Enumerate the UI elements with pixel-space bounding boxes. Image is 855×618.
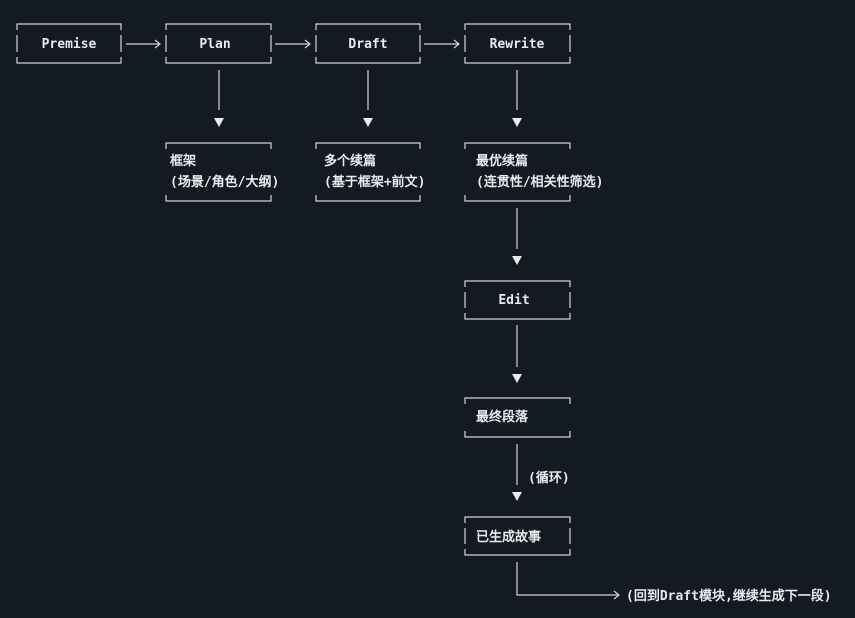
- final-paragraph-box-frame: [464, 397, 571, 438]
- plan-box: Plan: [165, 23, 272, 64]
- draft-box-frame: [315, 23, 421, 64]
- return-label: (回到Draft模块,继续生成下一段): [626, 588, 832, 604]
- edit-box-frame: [464, 280, 571, 320]
- loop-label: (循环): [528, 470, 570, 486]
- multiple-drafts-box: 多个续篇 (基于框架+前文): [315, 142, 425, 202]
- edit-label: Edit: [498, 293, 529, 308]
- framework-box: 框架 (场景/角色/大纲): [165, 142, 279, 202]
- arrow-best-draft-to-edit: [512, 208, 522, 265]
- arrow-draft-down: [363, 70, 373, 127]
- rewrite-box-frame: [464, 23, 571, 64]
- premise-box-frame: [16, 23, 122, 64]
- framework-subtitle: (场景/角色/大纲): [170, 174, 279, 190]
- rewrite-box: Rewrite: [464, 23, 571, 64]
- rewrite-label: Rewrite: [490, 37, 545, 52]
- premise-box: Premise: [16, 23, 122, 64]
- arrow-draft-to-rewrite: [424, 39, 460, 49]
- arrow-rewrite-down: [512, 70, 522, 127]
- arrow-plan-down: [214, 70, 224, 127]
- framework-title: 框架: [170, 153, 196, 169]
- arrow-final-to-story: [512, 444, 522, 501]
- generated-story-box: 已生成故事: [464, 516, 571, 556]
- plan-box-frame: [165, 23, 272, 64]
- arrow-plan-to-draft: [275, 39, 311, 49]
- plan-label: Plan: [199, 37, 230, 52]
- generated-story-label: 已生成故事: [476, 529, 541, 545]
- arrow-return-to-draft: [516, 562, 620, 600]
- best-draft-subtitle: (连贯性/相关性筛选): [476, 174, 603, 190]
- best-draft-box-frame: [464, 142, 571, 202]
- draft-box: Draft: [315, 23, 421, 64]
- final-paragraph-box: 最终段落: [464, 397, 571, 438]
- generated-story-box-frame: [464, 516, 571, 556]
- multiple-drafts-subtitle: (基于框架+前文): [324, 174, 425, 190]
- multiple-drafts-title: 多个续篇: [324, 153, 376, 169]
- best-draft-title: 最优续篇: [476, 153, 528, 169]
- draft-label: Draft: [348, 37, 387, 52]
- framework-box-frame: [165, 142, 272, 202]
- edit-box: Edit: [464, 280, 571, 320]
- premise-label: Premise: [42, 37, 97, 52]
- final-paragraph-label: 最终段落: [476, 409, 529, 425]
- arrow-edit-to-final: [512, 325, 522, 383]
- best-draft-box: 最优续篇 (连贯性/相关性筛选): [464, 142, 603, 202]
- arrow-premise-to-plan: [126, 39, 161, 49]
- multiple-drafts-box-frame: [315, 142, 421, 202]
